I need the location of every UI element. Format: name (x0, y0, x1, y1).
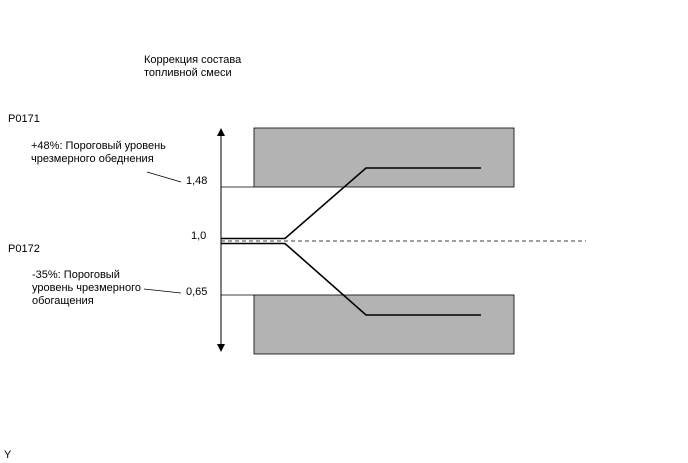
rich-leader-line (143, 288, 182, 294)
value-0-65: 0,65 (186, 286, 208, 298)
lean-leader-line (146, 171, 182, 183)
code-rich: P0172 (8, 243, 40, 255)
footer-mark: Y (4, 449, 12, 461)
diagram-title: Коррекция состава топливной смеси (144, 54, 242, 79)
lean-trim-curve (221, 167, 481, 240)
lean-threshold-label: +48%: Пороговый уровень чрезмерного обед… (31, 140, 166, 165)
rich-trim-curve (221, 242, 481, 316)
rich-threshold-band (253, 294, 515, 355)
value-1-0: 1,0 (191, 230, 207, 242)
rich-threshold-label: -35%: Пороговый уровень чрезмерного обог… (32, 269, 141, 307)
value-1-48: 1,48 (186, 175, 208, 187)
code-lean: P0171 (8, 113, 40, 125)
lean-threshold-band (253, 127, 515, 188)
